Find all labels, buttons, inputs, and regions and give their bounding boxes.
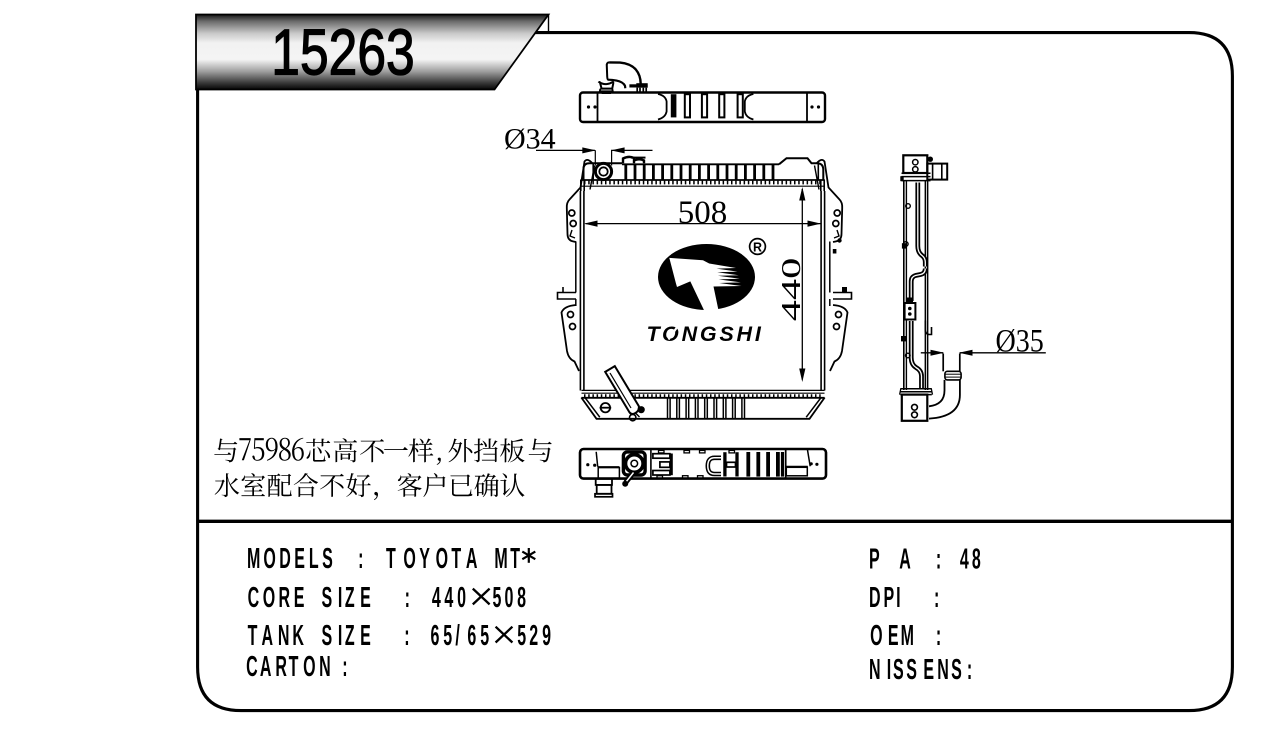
svg-text:Ø35: Ø35 <box>996 322 1044 359</box>
svg-text:440: 440 <box>775 258 805 322</box>
svg-text:TONGSHI: TONGSHI <box>647 322 764 346</box>
svg-text:15263: 15263 <box>271 17 414 89</box>
svg-text:508: 508 <box>678 195 728 231</box>
svg-text:R: R <box>753 240 762 254</box>
